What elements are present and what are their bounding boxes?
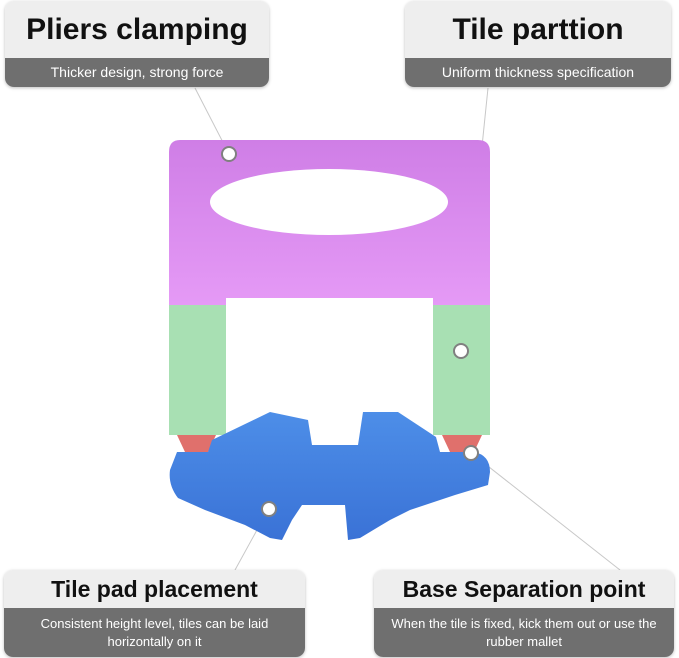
callout-title: Tile parttion <box>405 1 671 58</box>
right-leg <box>433 305 490 435</box>
clip-window-hole <box>210 169 448 235</box>
callout-description: Consistent height level, tiles can be la… <box>4 608 305 657</box>
callout-title: Base Separation point <box>374 570 674 608</box>
left-separation-point <box>177 435 216 452</box>
callout-tile-partition: Tile parttion Uniform thickness specific… <box>405 1 671 87</box>
callout-title: Pliers clamping <box>5 1 269 58</box>
callout-description: When the tile is fixed, kick them out or… <box>374 608 674 657</box>
callout-title: Tile pad placement <box>4 570 305 608</box>
clip-base-pad <box>169 412 490 540</box>
marker-dots <box>221 146 479 517</box>
callout-base-separation-point: Base Separation point When the tile is f… <box>374 570 674 657</box>
left-leg <box>169 305 226 435</box>
callout-description: Uniform thickness specification <box>405 58 671 87</box>
callout-description: Thicker design, strong force <box>5 58 269 87</box>
callout-pliers-clamping: Pliers clamping Thicker design, strong f… <box>5 1 269 87</box>
callout-tile-pad-placement: Tile pad placement Consistent height lev… <box>4 570 305 657</box>
